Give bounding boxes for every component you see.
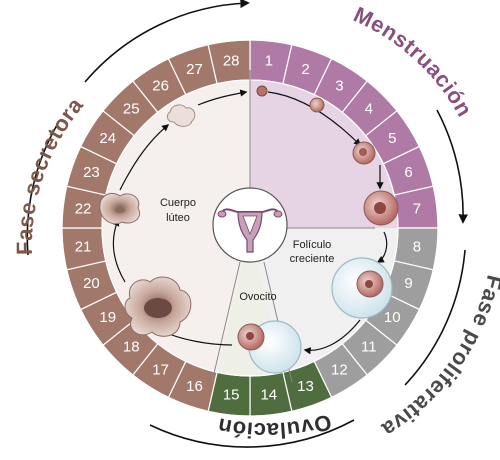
oocyte-label: Ovocito	[239, 291, 276, 303]
day-number-24: 24	[99, 130, 116, 147]
follicle-stage-2	[309, 97, 325, 113]
day-number-5: 5	[388, 130, 396, 147]
day-number-8: 8	[413, 238, 421, 255]
day-number-18: 18	[123, 338, 140, 355]
corpus-luteum-label-line2: lúteo	[166, 212, 190, 224]
day-number-28: 28	[223, 53, 240, 70]
day-number-10: 10	[384, 309, 401, 326]
day-number-9: 9	[404, 275, 412, 292]
day-number-16: 16	[186, 378, 203, 395]
day-number-19: 19	[99, 309, 116, 326]
day-number-21: 21	[75, 238, 92, 255]
day-number-7: 7	[413, 201, 421, 218]
day-number-15: 15	[223, 386, 240, 403]
day-number-12: 12	[331, 362, 348, 379]
day-number-26: 26	[152, 77, 169, 94]
day-number-25: 25	[123, 101, 140, 118]
day-number-1: 1	[265, 53, 273, 70]
day-number-4: 4	[365, 101, 373, 118]
follicle-stage-4	[363, 190, 399, 226]
corpus-luteum-large	[124, 276, 192, 337]
follicle-stage-3	[352, 141, 376, 165]
day-number-6: 6	[404, 164, 412, 181]
day-number-23: 23	[83, 164, 100, 181]
growing-follicle	[331, 257, 393, 319]
day-number-11: 11	[361, 338, 377, 355]
day-number-27: 27	[186, 61, 203, 78]
ring-outer-edge	[61, 39, 439, 417]
day-number-17: 17	[152, 362, 169, 379]
growing-follicle-label-line1: Folículo	[293, 239, 332, 251]
corpus-luteum-small	[166, 104, 196, 127]
growing-follicle-label-line2: creciente	[290, 253, 335, 265]
oocyte-illustration	[237, 320, 302, 374]
corpus-luteum-medium	[99, 192, 140, 225]
day-number-14: 14	[260, 386, 277, 403]
day-number-13: 13	[297, 378, 314, 395]
follicle-stage-1	[256, 85, 268, 97]
day-number-20: 20	[83, 275, 100, 292]
day-number-2: 2	[301, 61, 309, 78]
day-number-3: 3	[335, 77, 343, 94]
uterus-icon	[212, 187, 288, 263]
outer-cycle-arrows	[26, 0, 469, 448]
sector-menstruation	[250, 80, 398, 228]
corpus-luteum-label-line1: Cuerpo	[160, 197, 196, 209]
day-number-22: 22	[75, 201, 92, 218]
